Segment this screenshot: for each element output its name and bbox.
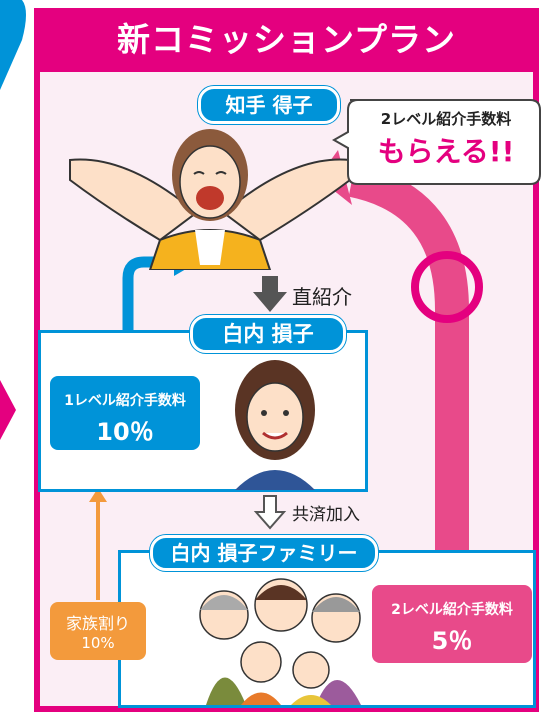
level1-arrow-line [122, 256, 178, 375]
speech-bubble [331, 99, 541, 185]
level1-commission-box: 1レベル紹介手数料 10％ [50, 376, 200, 450]
page-title: 新コミッションプラン [34, 8, 539, 72]
level2-arrow-line [348, 163, 469, 600]
top-person-name: 知手 得子 [198, 86, 340, 124]
level1-commission-rate: 10％ [96, 418, 154, 446]
speech-line2: もらえる!! [377, 135, 515, 168]
level1-commission-title: 1レベル紹介手数料 [64, 393, 186, 409]
family-discount-rate: 10% [81, 634, 115, 652]
direct-arrow-shaft [262, 276, 278, 294]
level2-commission-rate: 5％ [431, 627, 473, 655]
family-illustration [199, 578, 361, 705]
left-edge-decoration [0, 0, 26, 440]
family-name: 白内 損子ファミリー [150, 535, 378, 571]
family-discount-box: 家族割り 10% [50, 602, 146, 660]
family-discount-title: 家族割り [65, 614, 130, 633]
family-discount-arrowhead-icon [89, 488, 107, 502]
direct-arrowhead-icon [253, 292, 287, 312]
middle-person-illustration [235, 360, 315, 490]
join-arrow-icon [253, 495, 287, 530]
middle-person-name: 白内 損子 [190, 315, 346, 353]
edge-pink-pointer-icon [0, 380, 16, 440]
level2-commission-box: 2レベル紹介手数料 5％ [372, 585, 532, 663]
join-label: 共済加入 [292, 505, 360, 525]
top-person-illustration [69, 129, 351, 270]
level2-commission-title: 2レベル紹介手数料 [391, 602, 513, 618]
speech-line1: 2レベル紹介手数料 [380, 110, 512, 128]
direct-referral-label: 直紹介 [292, 285, 352, 309]
edge-blue-shape [0, 0, 26, 90]
level2-highlight-circle [411, 251, 483, 323]
